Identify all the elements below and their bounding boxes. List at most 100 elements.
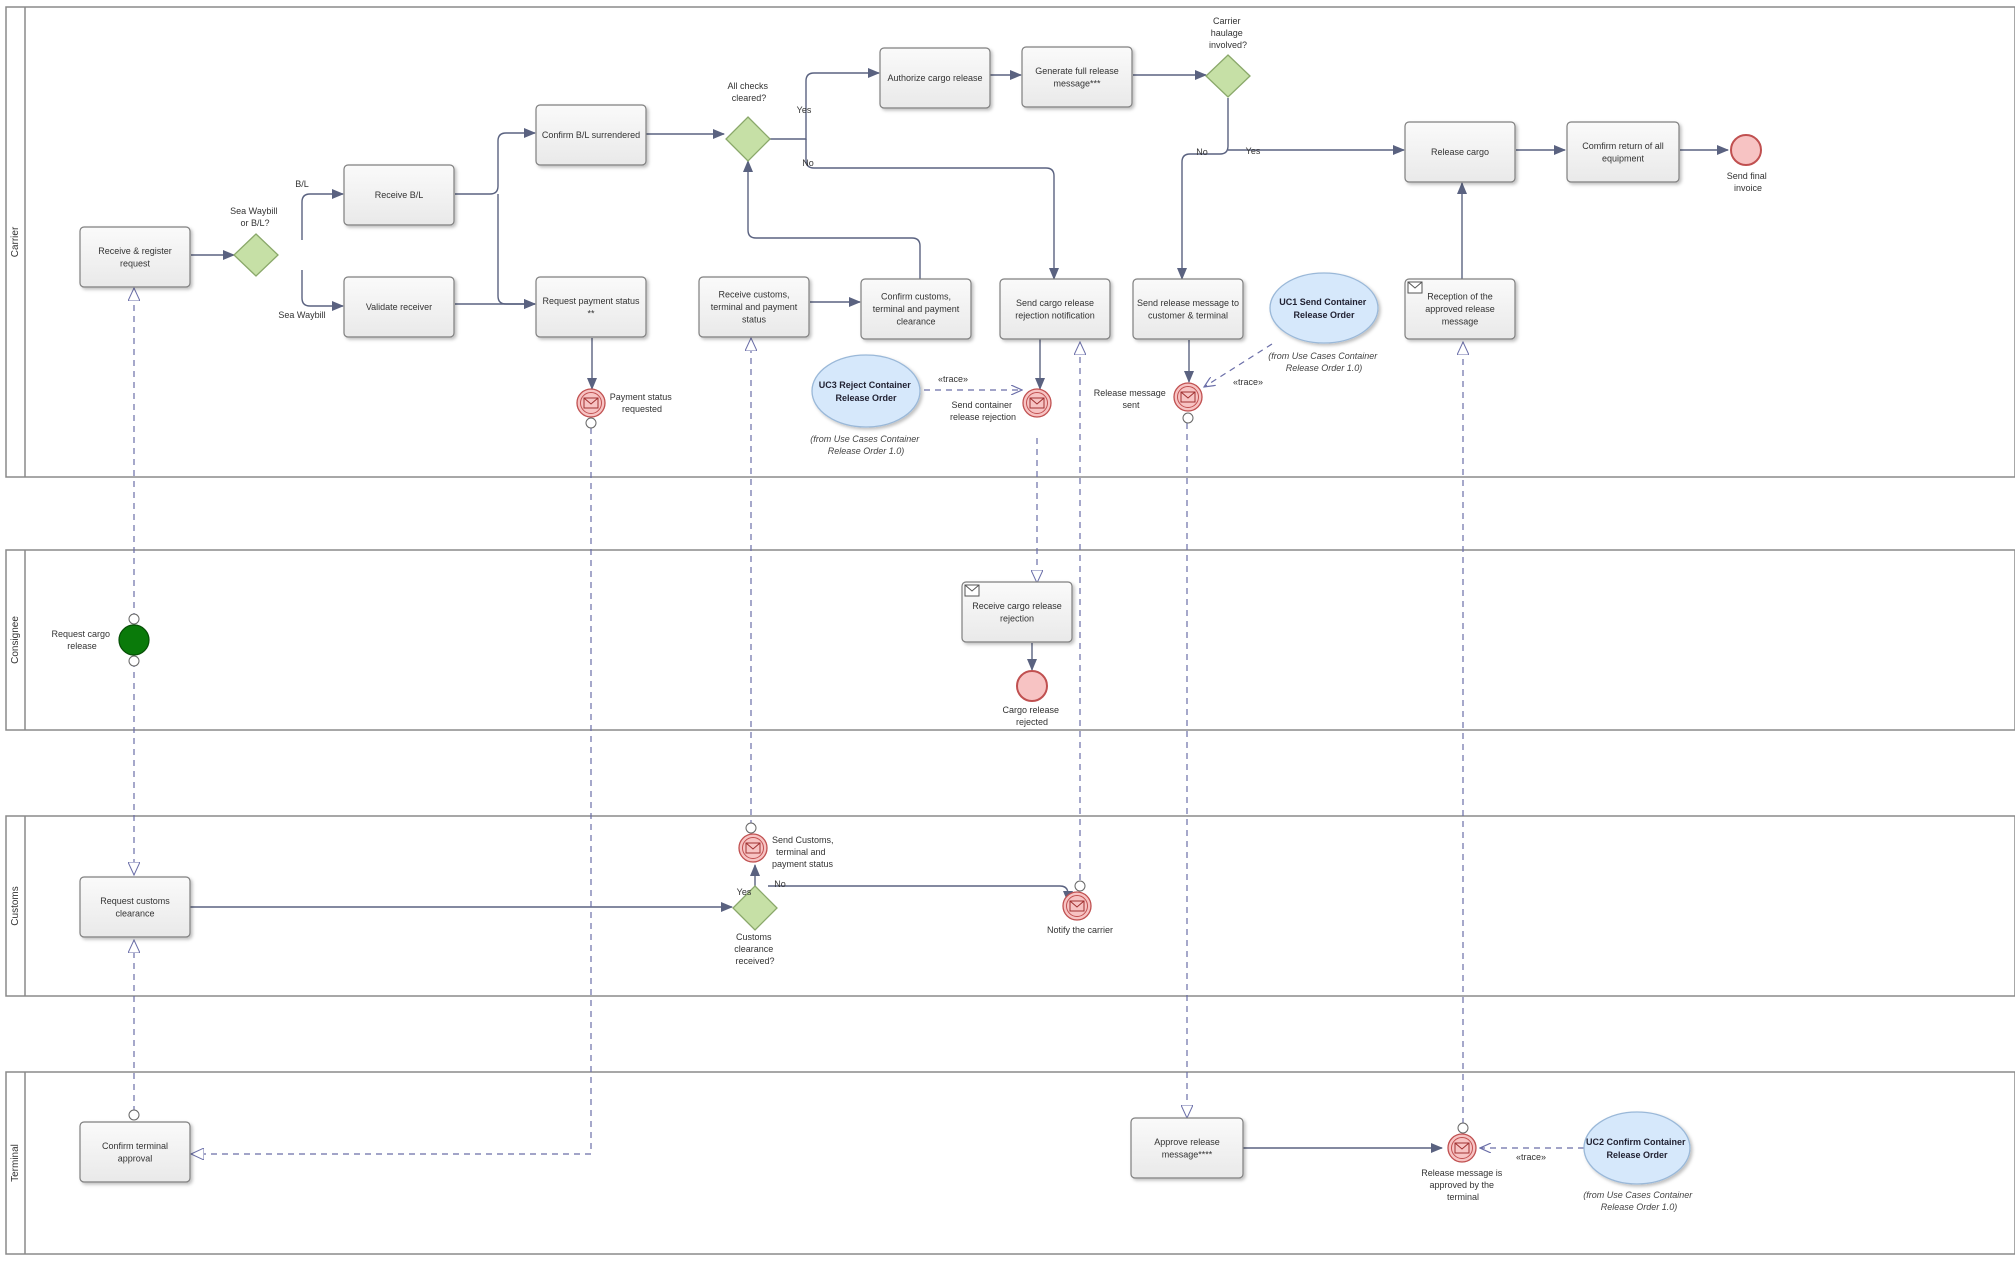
task-release-cargo[interactable]: Release cargo <box>1404 121 1516 183</box>
message-event-notify-carrier[interactable]: Notify the carrier <box>1047 880 1113 935</box>
task-label: clearance <box>115 908 154 918</box>
svg-text:Sea Waybill or B/L?: Sea Waybill or B/L? <box>230 206 280 228</box>
event-label: approved by the <box>1429 1180 1494 1190</box>
task-label: equipment <box>1602 153 1645 163</box>
event-label: Request cargo <box>51 629 110 639</box>
gateway-haulage[interactable]: Carrier haulage involved? <box>1205 16 1251 98</box>
svg-text:Release cargo: Release cargo <box>1431 147 1489 157</box>
swimlanes: Carrier Consignee Customs Terminal <box>5 6 2015 1255</box>
flow-label-sea-waybill: Sea Waybill <box>278 310 325 320</box>
svg-text:Confirm B/L surrendered: Confirm B/L surrendered <box>542 130 640 140</box>
use-case-title: Release Order <box>835 393 897 403</box>
task-label: Request customs <box>100 896 170 906</box>
gateway-seawaybill[interactable]: Sea Waybill or B/L? <box>230 206 280 277</box>
svg-text:Receive B/L: Receive B/L <box>375 190 424 200</box>
task-authorize-release[interactable]: Authorize cargo release <box>879 47 991 109</box>
use-case-title: Release Order <box>1606 1150 1668 1160</box>
task-validate-receiver[interactable]: Validate receiver <box>343 276 455 338</box>
envelope-icon <box>964 584 980 597</box>
task-label: Request payment status <box>542 296 640 306</box>
gateway-customs-received[interactable]: Customs clearance received? <box>732 885 778 966</box>
task-label: approved release <box>1425 304 1495 314</box>
task-label: status <box>742 315 767 325</box>
svg-text:Send final invoice: Send final invoice <box>1727 171 1770 193</box>
message-event-approved-by-terminal[interactable]: Release message is approved by the termi… <box>1421 1122 1505 1202</box>
task-request-payment[interactable]: Request payment status** <box>535 276 647 338</box>
flow-label-no: No <box>802 158 814 168</box>
flow-label-no: No <box>1196 147 1208 157</box>
envelope-icon <box>745 842 761 854</box>
message-event-send-customs-status[interactable]: Send Customs, terminal and payment statu… <box>738 822 836 869</box>
task-request-customs[interactable]: Request customs clearance <box>79 876 191 938</box>
message-flows <box>134 288 1463 1154</box>
task-confirm-bl[interactable]: Confirm B/L surrendered <box>535 104 647 166</box>
use-case-uc3[interactable]: UC3 Reject Container Release Order (from… <box>810 354 922 456</box>
end-event-cargo-release-rejected[interactable]: Cargo release rejected <box>1002 670 1061 727</box>
svg-text:All checks cleared?: All checks cleared? <box>727 81 770 103</box>
svg-text:(from Use Cases Container: (from Use Cases Container Release Order … <box>810 434 922 456</box>
use-case-uc1[interactable]: UC1 Send Container Release Order (from U… <box>1268 272 1380 373</box>
gateway-all-checks[interactable]: All checks cleared? <box>725 81 771 162</box>
envelope-icon <box>1029 397 1045 409</box>
use-case-note: (from Use Cases Container <box>1583 1190 1693 1200</box>
task-reception-approved[interactable]: Reception of the approved release message <box>1404 278 1516 340</box>
event-label: release rejection <box>950 412 1016 422</box>
gateway-label: cleared? <box>732 93 767 103</box>
events: Request cargo release Payment status req… <box>51 134 1770 1202</box>
message-event-payment-requested[interactable]: Payment status requested <box>576 388 674 429</box>
svg-text:Confirm customs,terminal and p: Confirm customs,terminal and paymentclea… <box>873 292 960 327</box>
lane-label-consignee: Consignee <box>10 616 21 664</box>
lane-consignee: Consignee <box>5 549 2015 731</box>
use-case-note: Release Order 1.0) <box>828 446 905 456</box>
message-event-send-container-rejection[interactable]: Send container release rejection <box>950 388 1052 422</box>
task-label: Send release message to <box>1137 298 1239 308</box>
gateways: Sea Waybill or B/L? All checks cleared? … <box>230 16 1251 966</box>
gateway-label: or B/L? <box>240 218 269 228</box>
event-label: Release message <box>1094 388 1166 398</box>
event-label: sent <box>1122 400 1140 410</box>
task-label: Send cargo release <box>1016 298 1094 308</box>
end-event-send-final-invoice[interactable]: Send final invoice <box>1727 134 1770 193</box>
lane-terminal: Terminal <box>5 1071 2015 1255</box>
task-label: Validate receiver <box>366 302 432 312</box>
message-event-release-message-sent[interactable]: Release message sent <box>1094 382 1203 424</box>
svg-text:UC1 Send Container Rel: UC1 Send Container Release Order <box>1279 297 1369 320</box>
svg-text:Request payment status**: Request payment status** <box>542 296 640 319</box>
task-label: Authorize cargo release <box>887 73 982 83</box>
envelope-icon <box>583 397 599 409</box>
flow-label-yes: Yes <box>737 887 752 897</box>
svg-text:Customs clearance: Customs clearance received? <box>734 932 776 966</box>
svg-text:UC3 Reject Container R: UC3 Reject Container Release Order <box>819 380 914 403</box>
use-case-uc2[interactable]: UC2 Confirm Container Release Order (fro… <box>1583 1111 1695 1212</box>
task-receive-bl[interactable]: Receive B/L <box>343 164 455 226</box>
task-label: message*** <box>1053 78 1101 88</box>
gateway-label: All checks <box>727 81 768 91</box>
event-label: Send container <box>951 400 1012 410</box>
event-label: Send Customs, <box>772 835 834 845</box>
task-label: Receive customs, <box>718 290 789 300</box>
event-label: terminal and <box>776 847 826 857</box>
task-label: Reception of the <box>1427 292 1493 302</box>
lane-label-terminal: Terminal <box>10 1144 21 1182</box>
start-event-request-cargo-release[interactable]: Request cargo release <box>51 613 150 667</box>
event-label: release <box>67 641 97 651</box>
task-label: Receive cargo release <box>972 601 1062 611</box>
use-cases: UC3 Reject Container Release Order (from… <box>810 272 1695 1212</box>
task-label: message <box>1442 317 1479 327</box>
